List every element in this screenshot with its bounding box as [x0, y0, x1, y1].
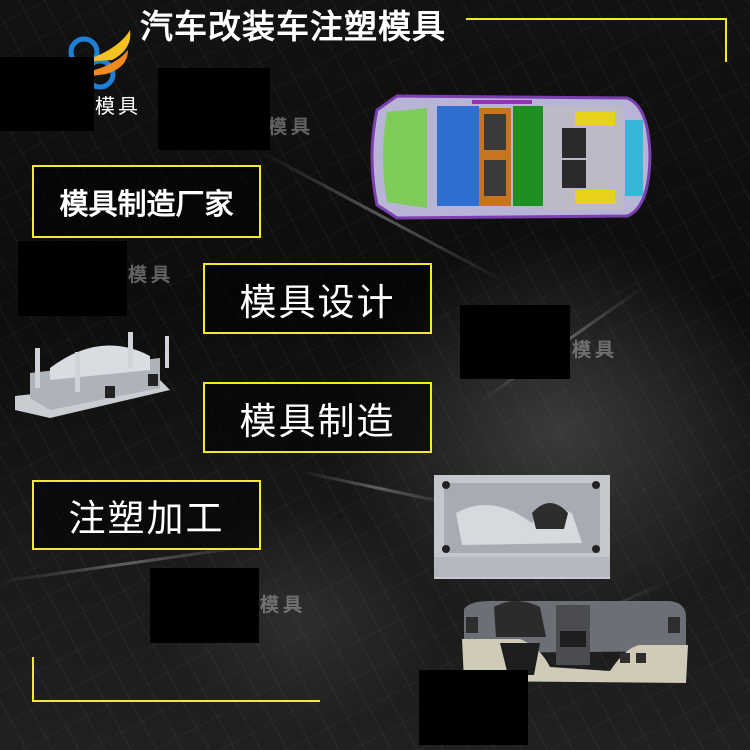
watermark: 模具 — [572, 339, 619, 361]
logo-text: 模具 — [95, 94, 141, 118]
label-text: 模具制造 — [239, 399, 396, 443]
redaction-block — [158, 68, 270, 150]
page-title: 汽车改装车注塑模具 — [140, 7, 446, 46]
bumper-mold-image — [10, 318, 170, 418]
accent-line — [32, 657, 34, 702]
redaction-block — [460, 305, 570, 379]
label-mold-manufacturing: 模具制造 — [203, 382, 432, 453]
accent-line — [466, 18, 727, 20]
watermark: 模具 — [268, 116, 315, 138]
dashboard-mold-image — [432, 473, 610, 581]
car-cad-image — [357, 90, 657, 225]
accent-line — [725, 18, 727, 62]
label-mold-manufacturer: 模具制造厂家 — [32, 165, 261, 238]
redaction-block — [0, 57, 94, 131]
redaction-block — [150, 568, 259, 643]
label-text: 注塑加工 — [68, 497, 225, 540]
label-text: 模具制造厂家 — [59, 186, 234, 221]
label-mold-design: 模具设计 — [203, 263, 432, 334]
accent-line — [32, 700, 320, 702]
label-text: 模具设计 — [239, 280, 396, 324]
redaction-block — [419, 670, 528, 745]
label-injection-processing: 注塑加工 — [32, 480, 261, 550]
redaction-block — [18, 241, 127, 316]
watermark: 模具 — [260, 594, 307, 616]
watermark: 模具 — [128, 264, 175, 286]
